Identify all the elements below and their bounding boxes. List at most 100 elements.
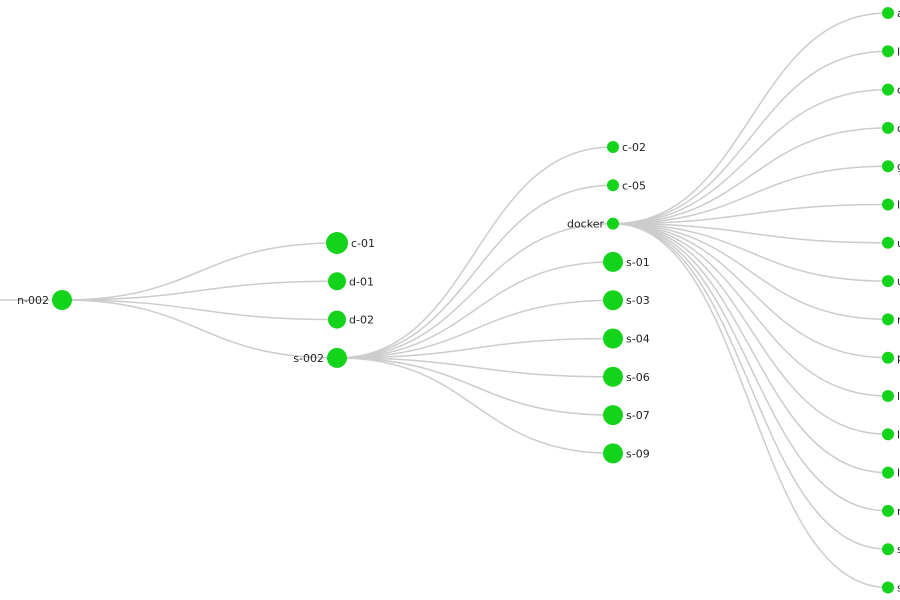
tree-node[interactable]: s-06	[603, 366, 650, 387]
tree-link	[61, 299, 338, 359]
node-circle[interactable]	[882, 7, 894, 19]
node-circle[interactable]	[603, 405, 623, 426]
node-circle[interactable]	[882, 313, 894, 326]
tree-node[interactable]: s	[882, 581, 900, 595]
tree-node[interactable]: u	[882, 275, 900, 288]
tree-link	[612, 165, 889, 225]
tree-node[interactable]: c-05	[607, 179, 646, 192]
node-label: p	[897, 352, 900, 365]
tree-node[interactable]: s-07	[603, 405, 650, 426]
node-circle[interactable]	[603, 443, 623, 464]
node-circle[interactable]	[882, 504, 894, 517]
node-circle[interactable]	[327, 347, 347, 368]
tree-node[interactable]: l	[882, 428, 900, 441]
node-circle[interactable]	[882, 160, 894, 173]
tree-link	[336, 357, 614, 455]
tree-link	[612, 222, 889, 436]
tree-link	[612, 222, 889, 512]
node-label: l	[897, 467, 900, 480]
node-circle[interactable]	[603, 290, 623, 311]
tree-link	[612, 203, 889, 225]
tree-node[interactable]: s-01	[603, 251, 650, 272]
node-label: u	[897, 237, 900, 250]
tree-node[interactable]: n	[882, 313, 900, 326]
node-circle[interactable]	[607, 217, 619, 230]
node-label: s-002	[293, 352, 324, 365]
node-circle[interactable]	[882, 121, 894, 134]
tree-node[interactable]: c	[882, 83, 900, 97]
tree-node[interactable]: s-03	[603, 290, 650, 311]
node-label: n	[897, 313, 900, 326]
node-circle[interactable]	[607, 179, 619, 192]
tree-node[interactable]: n	[882, 504, 900, 518]
tree-node[interactable]: c-02	[607, 141, 646, 154]
tree-node[interactable]: d-01	[328, 272, 374, 291]
node-circle[interactable]	[882, 466, 894, 479]
node-circle[interactable]	[882, 275, 894, 288]
tree-node[interactable]: s-002	[293, 347, 347, 368]
tree-node[interactable]: g	[882, 160, 900, 173]
node-circle[interactable]	[882, 581, 894, 594]
node-circle[interactable]	[882, 351, 894, 364]
node-circle[interactable]	[882, 390, 894, 402]
node-circle[interactable]	[882, 83, 894, 96]
node-circle[interactable]	[603, 328, 623, 349]
node-label: s-04	[626, 333, 650, 346]
tree-link	[612, 88, 889, 225]
node-circle[interactable]	[328, 272, 346, 291]
tree-node[interactable]: l	[882, 198, 900, 212]
tree-node[interactable]: l	[882, 466, 900, 480]
tree-link	[336, 357, 614, 416]
tree-node[interactable]: s-09	[603, 443, 650, 464]
tree-link	[61, 280, 338, 301]
tree-node[interactable]: n-002	[17, 290, 72, 310]
tree-node[interactable]: u	[882, 236, 900, 250]
node-label: docker	[567, 218, 605, 231]
node-circle[interactable]	[52, 290, 72, 310]
tree-link	[612, 222, 889, 474]
tree-link	[61, 242, 338, 301]
tree-link	[336, 146, 614, 359]
tree-link	[612, 50, 889, 225]
node-label: g	[897, 160, 900, 173]
tree-node[interactable]: l	[882, 390, 900, 403]
tree-link	[612, 12, 889, 225]
tree-link	[336, 357, 614, 378]
tree-link	[612, 222, 889, 397]
tree-node[interactable]: c	[882, 122, 900, 135]
node-circle[interactable]	[603, 251, 623, 272]
tree-link	[612, 222, 889, 321]
node-circle[interactable]	[326, 232, 348, 254]
node-label: c-05	[622, 179, 646, 192]
tree-node[interactable]: s-04	[603, 328, 650, 349]
node-label: l	[897, 45, 900, 58]
node-label: l	[897, 428, 900, 441]
node-circle[interactable]	[882, 428, 894, 441]
tree-node[interactable]: l	[882, 45, 900, 58]
node-circle[interactable]	[603, 366, 623, 387]
tree-node[interactable]: p	[882, 351, 900, 365]
node-circle[interactable]	[328, 310, 346, 329]
tree-link	[336, 337, 614, 359]
tree-link	[612, 222, 889, 244]
tree-node[interactable]: docker	[567, 217, 619, 231]
node-circle[interactable]	[882, 198, 894, 211]
tree-node[interactable]: s	[882, 543, 900, 556]
tree-links	[0, 12, 889, 589]
node-circle[interactable]	[882, 543, 894, 556]
node-circle[interactable]	[607, 141, 619, 153]
tree-node[interactable]: a	[882, 7, 900, 20]
tree-node[interactable]: c-01	[326, 232, 375, 254]
tree-node[interactable]: d-02	[328, 310, 374, 329]
tree-link	[612, 222, 889, 589]
node-label: s-07	[626, 409, 650, 422]
node-label: d-01	[349, 275, 374, 288]
node-label: c	[897, 122, 900, 135]
tree-nodes: c-01 d-01 d-02 c-02 c-05 a l c c g l u u n p l l l n s s dock…	[17, 7, 900, 595]
node-circle[interactable]	[882, 45, 894, 58]
node-label: s-09	[626, 447, 650, 460]
tree-link	[336, 184, 614, 359]
node-label: s	[897, 582, 900, 595]
node-circle[interactable]	[882, 236, 894, 249]
